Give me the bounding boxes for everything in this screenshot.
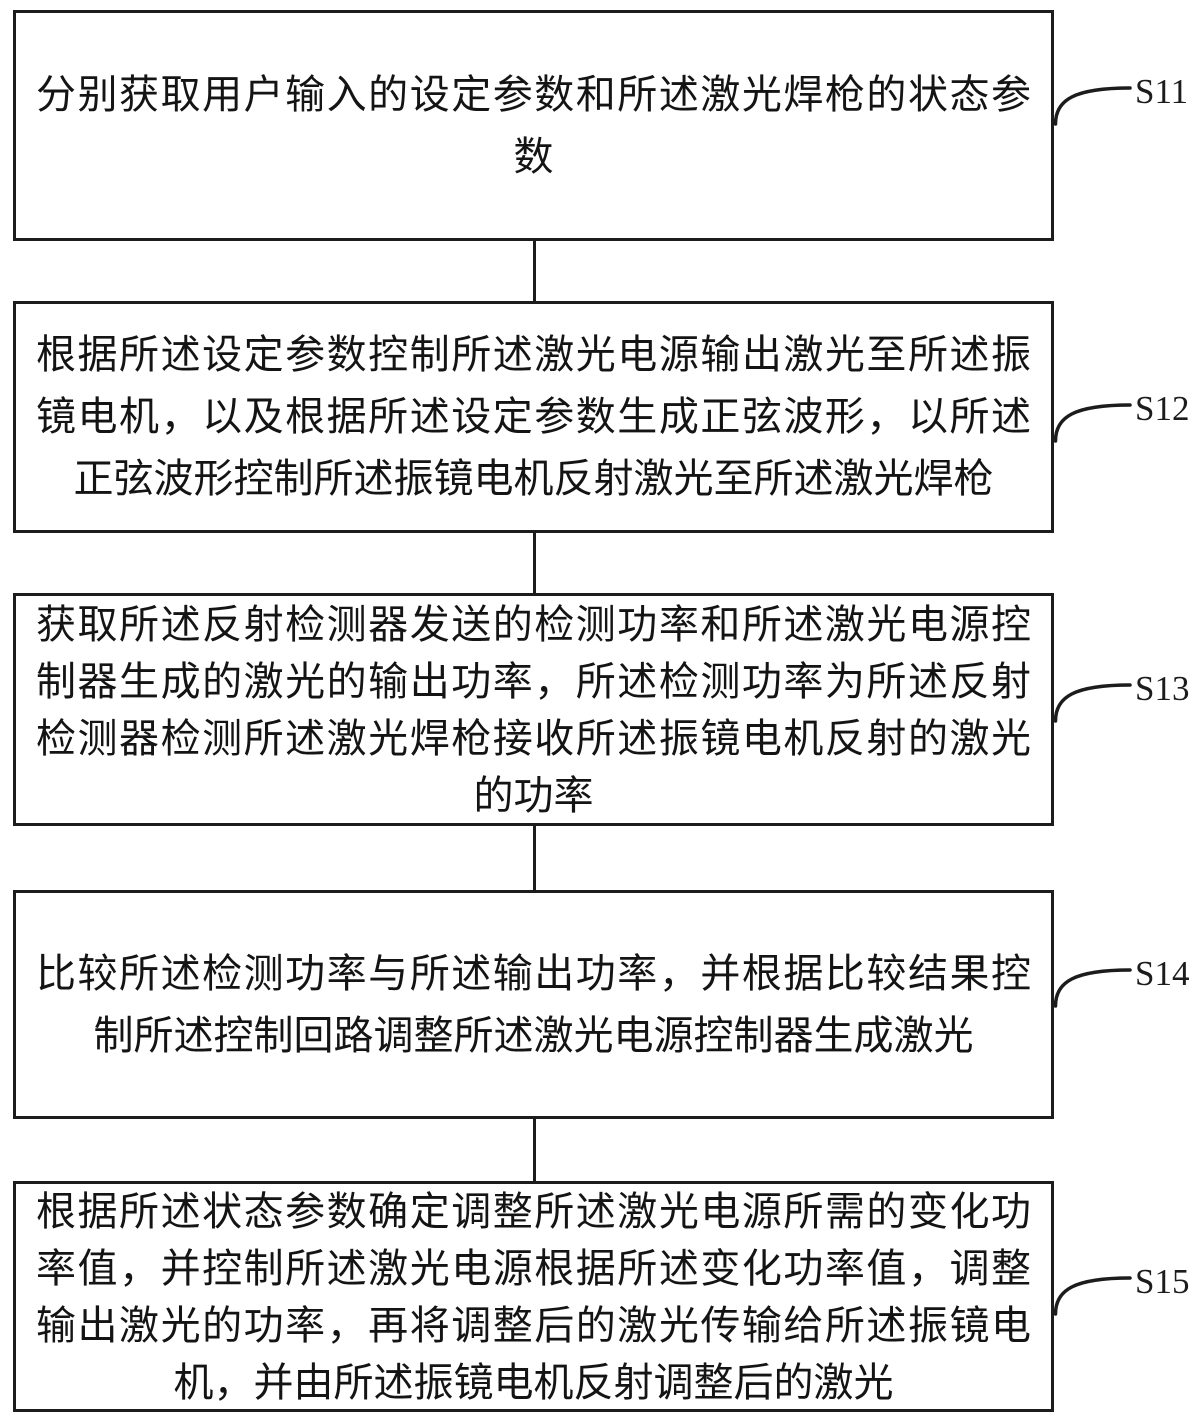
step-text-line: 制器生成的激光的输出功率，所述检测功率为所述反射 [36,658,1031,704]
flow-step-box-s13: 获取所述反射检测器发送的检测功率和所述激光电源控 制器生成的激光的输出功率，所述… [13,593,1054,826]
step-text-line: 分别获取用户输入的设定参数和所述激光焊枪的状态参 [36,71,1031,117]
connector-line [533,1117,536,1183]
step-label-s11: S11 [1135,72,1189,111]
connector-line [533,824,536,892]
step-text-line: 的功率 [473,772,594,818]
step-text-line: 正弦波形控制所述振镜电机反射激光至所述激光焊枪 [73,456,994,501]
leader-line-s11 [1054,86,1132,126]
connector-line [533,531,536,595]
step-text-line: 根据所述设定参数控制所述激光电源输出激光至所述振 [36,332,1031,377]
step-label-s12: S12 [1135,389,1190,428]
step-text-line: 输出激光的功率，再将调整后的激光传输给所述振镜电 [36,1302,1031,1348]
step-text-line: 镜电机，以及根据所述设定参数生成正弦波形，以所述 [36,394,1031,439]
leader-line-s15 [1054,1276,1132,1316]
leader-line-s13 [1054,683,1132,723]
step-text-line: 检测器检测所述激光焊枪接收所述振镜电机反射的激光 [36,715,1031,761]
step-text-line: 获取所述反射检测器发送的检测功率和所述激光电源控 [36,601,1031,647]
leader-line-s14 [1054,968,1132,1008]
step-text-line: 根据所述状态参数确定调整所述激光电源所需的变化功 [36,1188,1031,1234]
step-label-s13: S13 [1135,669,1190,708]
leader-line-s12 [1054,403,1132,443]
flow-step-box-s12: 根据所述设定参数控制所述激光电源输出激光至所述振 镜电机，以及根据所述设定参数生… [13,301,1054,533]
step-label-s15: S15 [1135,1262,1190,1301]
step-text-line: 制所述控制回路调整所述激光电源控制器生成激光 [93,1012,974,1058]
step-text-line: 比较所述检测功率与所述输出功率，并根据比较结果控 [36,950,1031,996]
step-text-line: 机，并由所述振镜电机反射调整后的激光 [173,1359,894,1405]
flow-step-box-s14: 比较所述检测功率与所述输出功率，并根据比较结果控 制所述控制回路调整所述激光电源… [13,890,1054,1119]
step-text-line: 数 [513,133,554,179]
flow-step-box-s11: 分别获取用户输入的设定参数和所述激光焊枪的状态参 数 [13,10,1054,241]
step-text-line: 率值，并控制所述激光电源根据所述变化功率值，调整 [36,1245,1031,1291]
flow-step-box-s15: 根据所述状态参数确定调整所述激光电源所需的变化功 率值，并控制所述激光电源根据所… [13,1181,1054,1412]
step-label-s14: S14 [1135,954,1190,993]
connector-line [533,239,536,303]
